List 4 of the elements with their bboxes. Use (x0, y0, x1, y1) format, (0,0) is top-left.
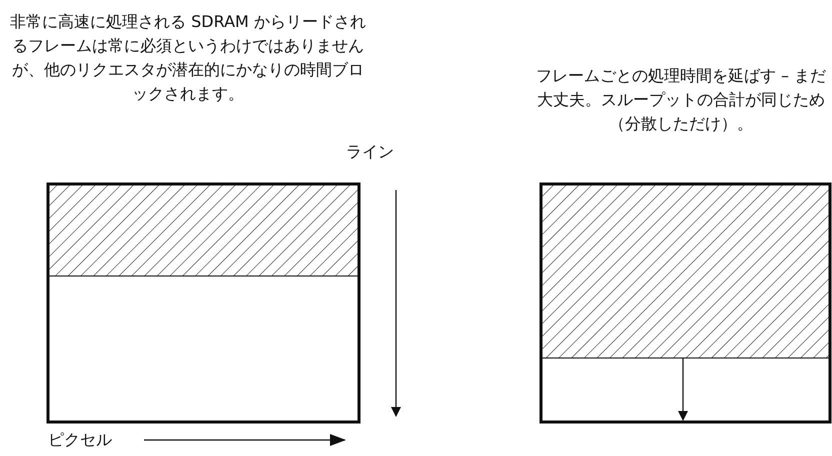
axis-label: ライン (345, 141, 395, 163)
axis-label: ピクセル (47, 429, 113, 451)
caption-text: フレームごとの処理時間を延ばす – まだ大丈夫。スループットの合計が同じため（分散しただけ）。 (534, 65, 828, 135)
caption-text: 非常に高速に処理される SDRAM からリードされるフレームは常に必須というわけではありませんが、他のリクエスタが潜在的にかなりの時間ブロックされます。 (10, 11, 366, 105)
